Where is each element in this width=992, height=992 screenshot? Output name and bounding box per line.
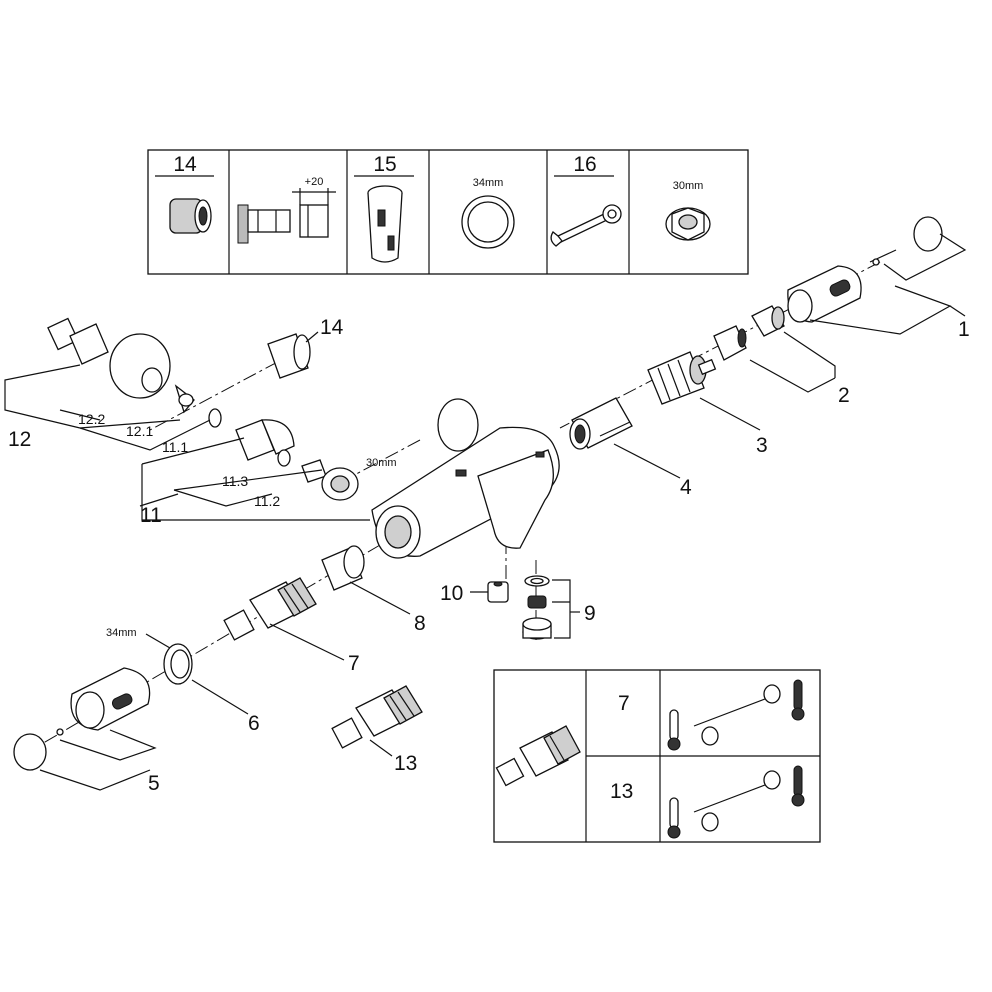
part-1-handle: 1 <box>787 216 970 341</box>
wall-extension-icon: +20 <box>237 176 336 244</box>
label-34mm: 34mm <box>106 627 137 639</box>
legend-row-7-diagram <box>667 679 805 751</box>
label-6: 6 <box>248 712 260 735</box>
label-13: 13 <box>394 752 417 775</box>
part-6-ring: 34mm 6 <box>106 627 260 735</box>
legend-table: 7 13 <box>493 669 821 843</box>
label-11-3: 11.3 <box>222 473 248 489</box>
part-14-extension: 14 <box>267 316 344 379</box>
label-14: 14 <box>320 316 344 339</box>
mixer-body <box>371 398 560 559</box>
part-12-wall-connector: 12 12.2 12.1 <box>4 317 222 451</box>
part-10-insert: 10 <box>440 581 509 605</box>
label-5: 5 <box>148 772 160 795</box>
label-11: 11 <box>140 504 162 527</box>
label-11-1: 11.1 <box>162 439 188 455</box>
label-3: 3 <box>756 434 768 457</box>
part-5-handle: 5 <box>13 667 160 795</box>
label-11-2: 11.2 <box>254 493 280 509</box>
label-10: 10 <box>440 582 463 605</box>
part-3-cartridge: 3 <box>647 351 768 457</box>
tool-header-16: 16 <box>573 153 596 176</box>
label-30mm: 30mm <box>366 457 397 469</box>
part-13-stop-valve: 13 <box>331 685 423 775</box>
legend-row-13: 13 <box>610 780 633 803</box>
part-11-connector-set: 30mm 11.1 11.3 11.2 11 <box>139 419 397 527</box>
part-9-filter-set: 9 <box>522 575 596 640</box>
label-1: 1 <box>958 318 970 341</box>
legend-row-13-diagram <box>667 765 805 839</box>
mounting-tool-icon <box>367 185 403 263</box>
spanner-icon <box>550 204 622 247</box>
label-12: 12 <box>8 428 31 451</box>
part-7-stop-valve: 7 <box>223 577 360 675</box>
legend-row-7: 7 <box>618 692 630 715</box>
legend-cartridge-icon <box>495 725 581 787</box>
nut-icon: 30mm <box>665 180 711 241</box>
tool-header-15: 15 <box>373 153 396 176</box>
label-12-2: 12.2 <box>78 411 105 427</box>
tool-header-14: 14 <box>173 153 197 176</box>
label-4: 4 <box>680 476 692 499</box>
dim-34mm-table: 34mm <box>473 177 504 189</box>
part-4-coupling: 4 <box>569 397 692 499</box>
label-7: 7 <box>348 652 360 675</box>
tool-table: 14 15 16 +20 <box>147 149 749 275</box>
part-8-cap-ring: 8 <box>321 545 426 635</box>
label-9: 9 <box>584 602 596 625</box>
label-8: 8 <box>414 612 426 635</box>
dim-plus20: +20 <box>305 176 324 188</box>
dim-30mm-table: 30mm <box>673 180 704 192</box>
label-12-1: 12.1 <box>126 423 153 439</box>
part-2-adapter: 2 <box>713 305 850 407</box>
extension-sleeve-icon <box>169 198 212 234</box>
ring-icon: 34mm <box>461 177 515 249</box>
label-2: 2 <box>838 384 850 407</box>
